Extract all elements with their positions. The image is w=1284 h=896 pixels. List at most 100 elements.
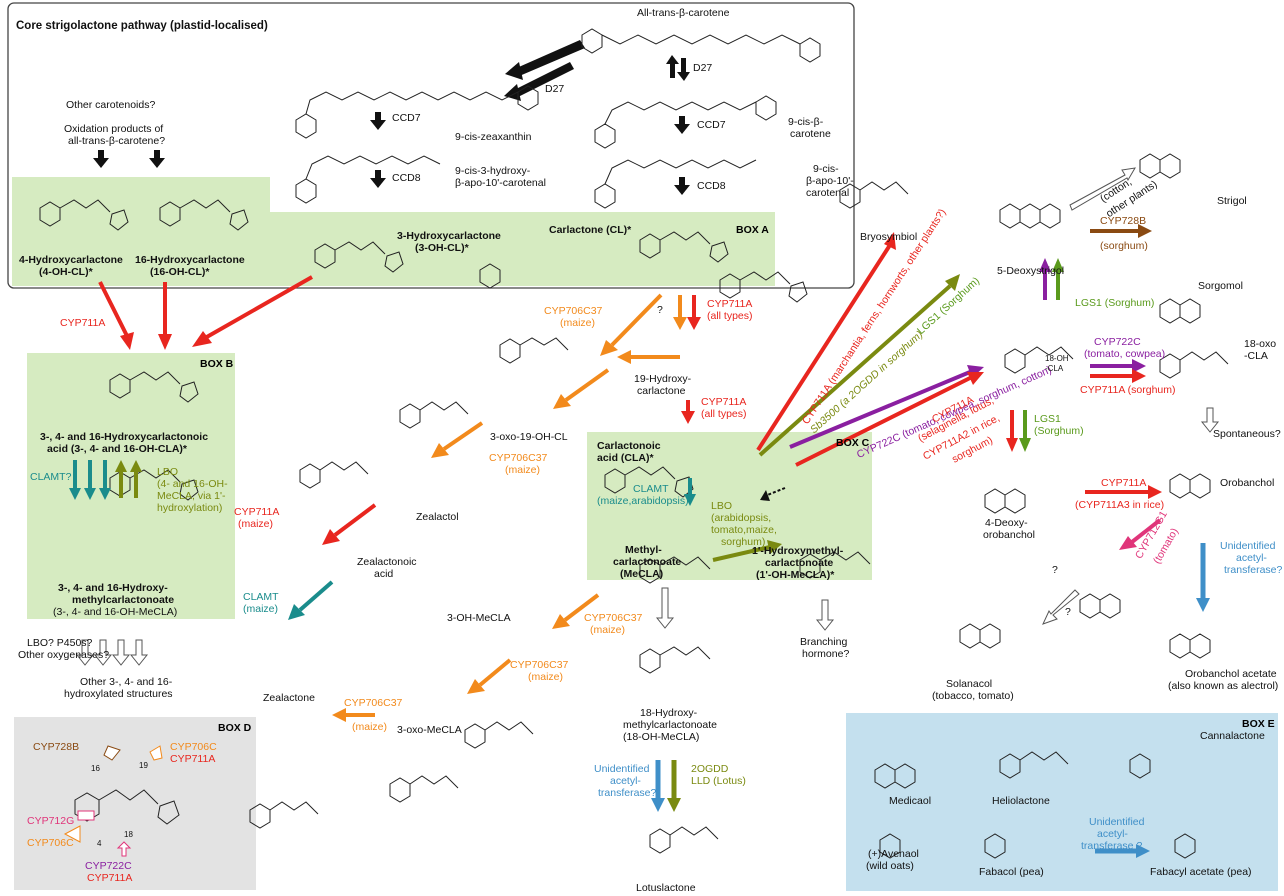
oh18-cla-label-1: 18-OH (1045, 354, 1069, 363)
box-d-cyp722c: CYP722C (85, 860, 132, 872)
oh-mecla-label-3: (3-, 4- and 16-OH-MeCLA) (53, 606, 178, 618)
ccd7-left-label: CCD7 (392, 112, 421, 124)
cyp711a-maize-label-2: (maize) (238, 518, 274, 530)
cyp711a-rice-label-1: CYP711A (1101, 477, 1147, 489)
cyp728b-label: CYP728B (1100, 215, 1147, 227)
oh-cla-label-2: acid (3-, 4- and 16-OH-CLA)* (47, 443, 188, 455)
acetyl-c-label-1: Unidentified (594, 763, 650, 775)
branching-label-2: hormone? (802, 648, 850, 660)
oh18-mecla-label-1: 18-Hydroxy- (640, 707, 698, 719)
lbo-c-label-3: tomato,maize, (711, 524, 777, 536)
box-b-title: BOX B (200, 358, 234, 370)
cyp706c37-c-label-1: CYP706C37 (584, 612, 643, 624)
zeaxanthin-label: 9-cis-zeaxanthin (455, 131, 532, 143)
lbo-box-b-label-3: MeCLA, via 1'- (157, 490, 226, 502)
bryosymbiol-label: Bryosymbiol (860, 231, 918, 243)
lbo-box-b-label-1: LBO (157, 466, 179, 478)
oxo18-cla-label-1: 18-oxo (1244, 338, 1277, 350)
cla-label-2: acid (CLA)* (597, 452, 654, 464)
cyp706c37-e-label-2: (maize) (352, 721, 388, 733)
d27-left-label: D27 (545, 83, 565, 95)
clamt-c-label-2: (maize,arabidopsis) (597, 495, 689, 507)
hydroxymethyl-label-1: 1'-Hydroxymethyl- (752, 545, 844, 557)
deoxy-orobanchol-label-1: 4-Deoxy- (985, 517, 1028, 529)
clamt-c-label-1: CLAMT (633, 483, 669, 495)
solanacol-label-1: Solanacol (946, 678, 993, 690)
cannalactone-label: Cannalactone (1200, 730, 1265, 742)
cyp711a-all-label-3: CYP711A (701, 396, 747, 408)
avenaol-label-2: (wild oats) (866, 860, 914, 872)
cyp722c-label-2: (tomato, cowpea) (1084, 348, 1166, 360)
lotuslactone-label: Lotuslactone (636, 882, 696, 894)
zealactol-label: Zealactol (416, 511, 459, 523)
hydroxy-apo-label-1: 9-cis-3-hydroxy- (455, 165, 531, 177)
lgs1-down-label-2: (Sorghum) (1034, 425, 1084, 437)
ccd7-right-label: CCD7 (697, 119, 726, 131)
hollow-arrows (63, 167, 1220, 857)
oh-cla-label-1: 3-, 4- and 16-Hydroxycarlactonoic (40, 431, 209, 443)
hydroxymethyl-label-2: carlactonoate (765, 557, 834, 569)
pathway-arrows (69, 224, 1210, 858)
box-d-n19: 19 (139, 761, 148, 770)
d27-arrow-top (512, 40, 585, 77)
box-e-title: BOX E (1242, 718, 1275, 730)
cyp706c37-b-label-2: (maize) (505, 464, 541, 476)
zealactonoic-label-1: Zealactonoic (357, 556, 417, 568)
box-b (27, 353, 235, 619)
oh3-cl-label-1: 3-Hydroxycarlactone (397, 230, 501, 242)
acetyl-e-label-2: acetyl- (1097, 828, 1128, 840)
cyp706c37-d-label-2: (maize) (528, 671, 564, 683)
clamt-maize-label-2: (maize) (243, 603, 279, 615)
strigol-label: Strigol (1217, 195, 1247, 207)
oh4-cl-label-1: 4-Hydroxycarlactone (19, 254, 123, 266)
oh18-cla-label-2: -CLA (1045, 364, 1064, 373)
ccd8-left-label: CCD8 (392, 172, 421, 184)
spontaneous-label: Spontaneous? (1213, 428, 1281, 440)
cis-carotene-label-2: carotene (790, 128, 831, 140)
acetyl-right-label-1: Unidentified (1220, 540, 1276, 552)
lgs1-down-label-1: LGS1 (1034, 413, 1061, 425)
cla-label-1: Carlactonoic (597, 440, 661, 452)
oh18-mecla-label-3: (18-OH-MeCLA) (623, 731, 700, 743)
oh-mecla-3-label: 3-OH-MeCLA (447, 612, 511, 624)
cyp711a-sorghum-label: CYP711A (sorghum) (1080, 384, 1176, 396)
all-trans-carotene-label: All-trans-β-carotene (637, 7, 730, 19)
cyp722c-label-1: CYP722C (1094, 336, 1141, 348)
oh4-cl-label-2: (4-OH-CL)* (39, 266, 93, 278)
orobanchol-label: Orobanchol (1220, 477, 1275, 489)
orobanchol-acetate-label-1: Orobanchol acetate (1185, 668, 1277, 680)
oxo-mecla-label: 3-oxo-MeCLA (397, 724, 462, 736)
clamt-question-label: CLAMT? (30, 471, 72, 483)
box-d-title: BOX D (218, 722, 252, 734)
ccd8-right-label: CCD8 (697, 180, 726, 192)
box-d-cyp712g: CYP712G (27, 815, 75, 827)
molecule-structures (39, 28, 1229, 859)
cyp711a-maize-label-1: CYP711A (234, 506, 280, 518)
carlactone-label: Carlactone (CL)* (549, 224, 632, 236)
lbo-p450-label-2: Other oxygenases? (18, 649, 110, 661)
lbo-box-b-label-4: hydroxylation) (157, 502, 223, 514)
oh-mecla-label-1: 3-, 4- and 16-Hydroxy- (58, 582, 168, 594)
box-d-cyp728b: CYP728B (33, 741, 80, 753)
cyp706c37-maize-label-1: CYP706C37 (544, 305, 603, 317)
core-title: Core strigolactone pathway (plastid-loca… (16, 20, 268, 32)
box-d-cyp711a-top: CYP711A (170, 753, 216, 765)
oh19-cl-label-2: carlactone (637, 385, 686, 397)
box-d-cyp706c-top: CYP706C (170, 741, 217, 753)
cis-carotene-label-1: 9-cis-β- (788, 116, 824, 128)
box-a (12, 177, 775, 286)
cyp711a-rice-label-2: (CYP711A3 in rice) (1075, 499, 1165, 511)
core-arrows (93, 40, 690, 195)
deoxystrigol-label: 5-Deoxystrigol (997, 265, 1065, 277)
oxo18-cla-label-2: -CLA (1244, 350, 1268, 362)
oxidation-label-1: Oxidation products of (64, 123, 164, 135)
lbo-p450-label-1: LBO? P450s? (27, 637, 93, 649)
question-mark-right-2: ? (1065, 606, 1071, 618)
core-pathway-box (7, 2, 855, 289)
other-hydroxylated-label-1: Other 3-, 4- and 16- (80, 676, 173, 688)
heliolactone-label: Heliolactone (992, 795, 1050, 807)
cyp706c37-maize-label-2: (maize) (560, 317, 596, 329)
lbo-c-label-4: sorghum) (721, 536, 766, 548)
apo-label-3: carotenal (806, 187, 850, 199)
oh16-cl-label-2: (16-OH-CL)* (150, 266, 210, 278)
